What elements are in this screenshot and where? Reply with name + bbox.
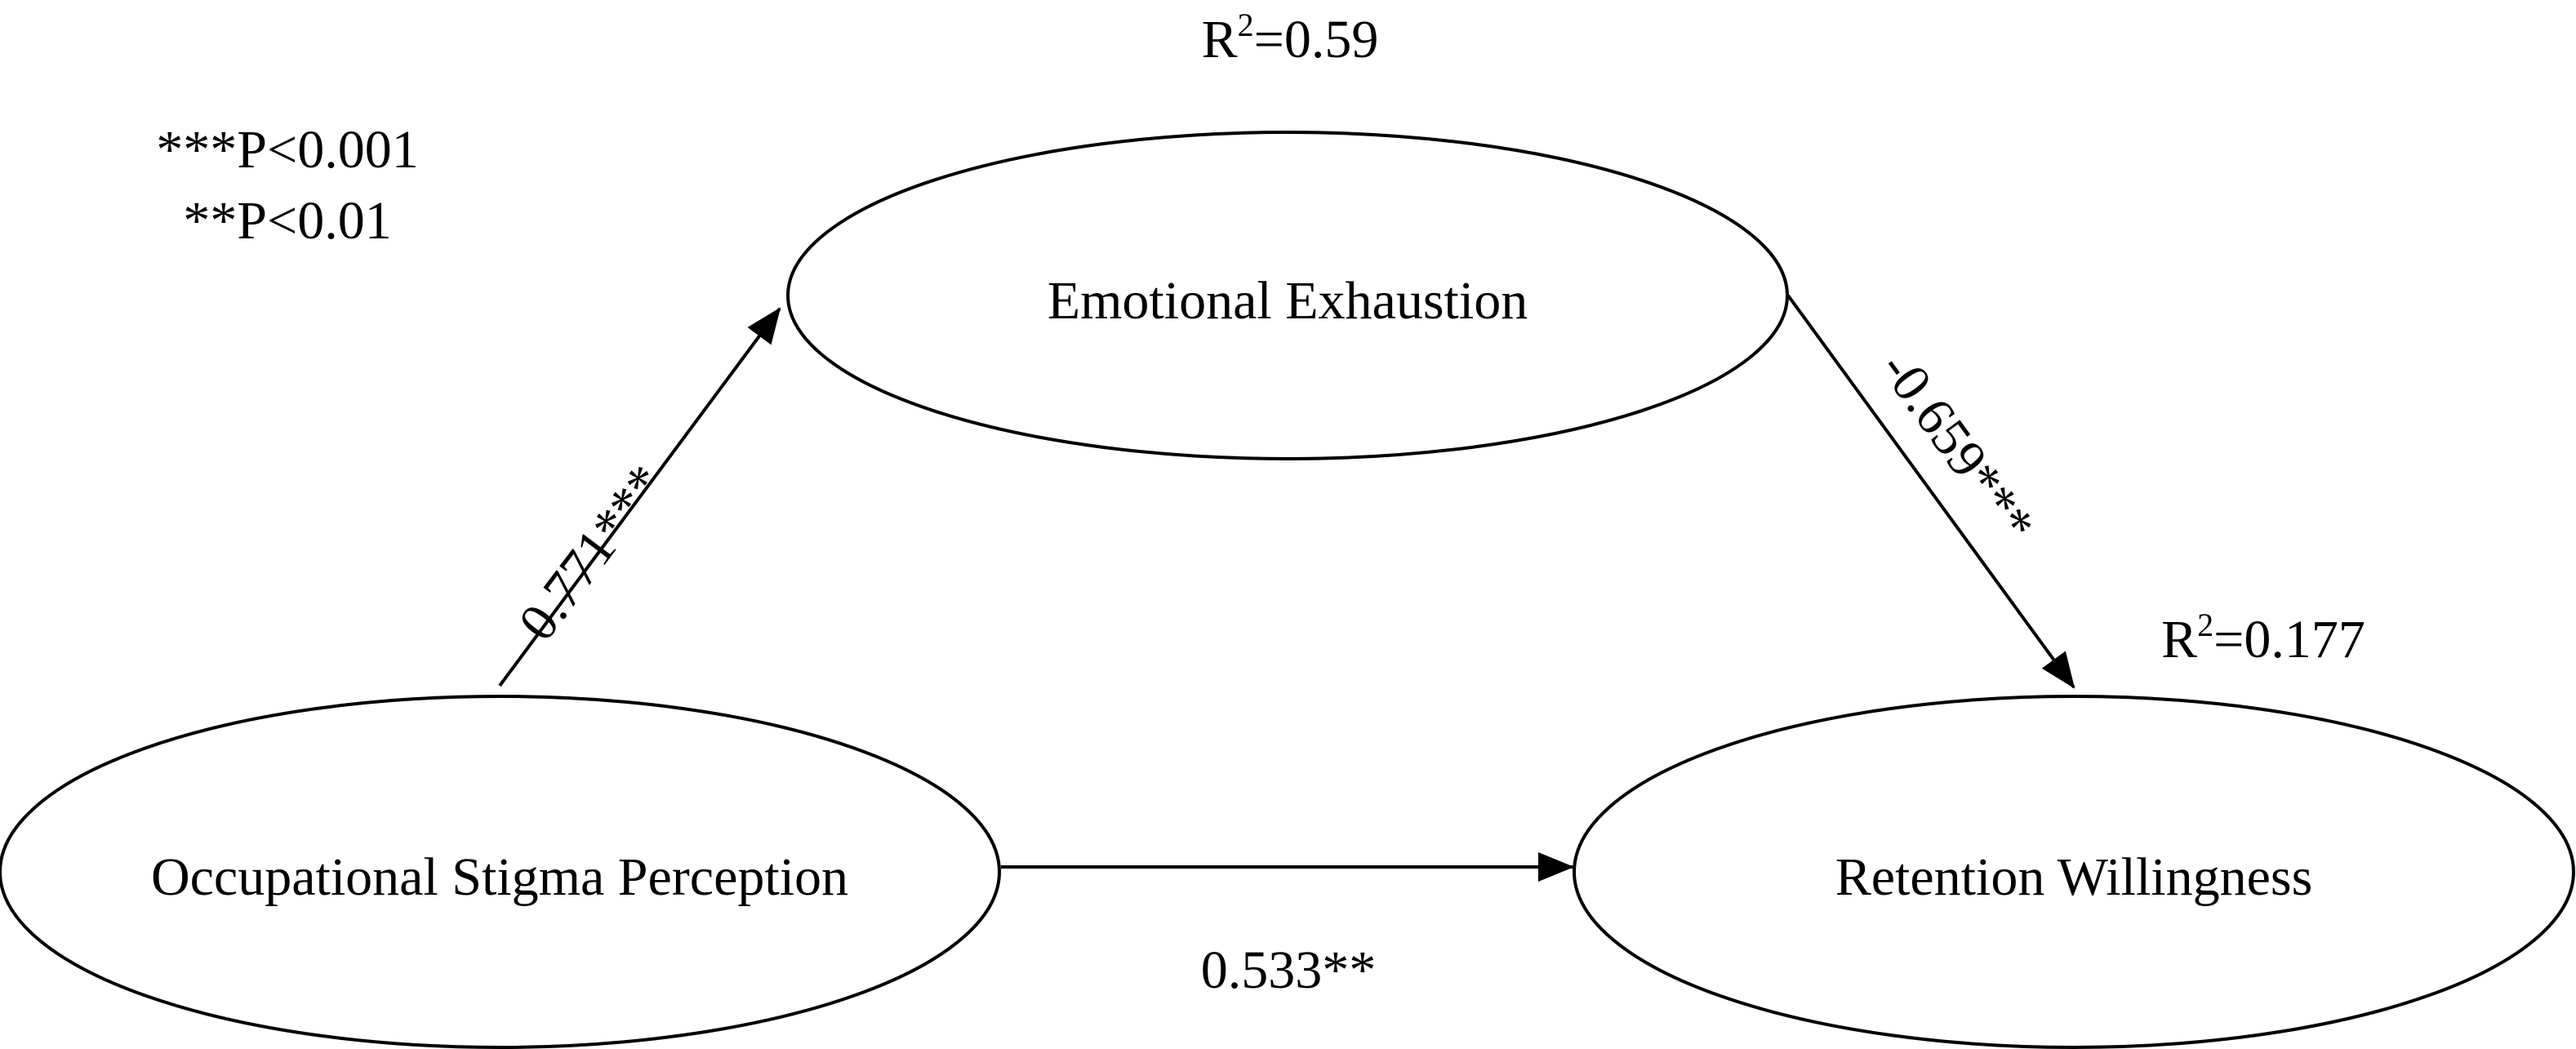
retention-willingness-node xyxy=(1573,695,2575,1049)
occupational-stigma-perception-label: Occupational Stigma Perception xyxy=(151,847,848,907)
mediator-r-squared: R2=0.59 xyxy=(1202,7,1379,69)
significance-legend-line-2: **P<0.01 xyxy=(183,191,391,251)
path-c-coefficient: 0.533** xyxy=(1201,940,1377,1000)
path-b-arrow xyxy=(1786,294,2075,689)
path-a-arrow xyxy=(498,307,781,687)
emotional-exhaustion-node xyxy=(786,131,1789,460)
occupational-stigma-perception-node xyxy=(0,695,1001,1049)
dependent-r-squared: R2=0.177 xyxy=(2161,607,2365,669)
path-b-coefficient: -0.659*** xyxy=(1869,340,2046,553)
path-a-coefficient: 0.771*** xyxy=(507,454,676,651)
emotional-exhaustion-label: Emotional Exhaustion xyxy=(1048,271,1528,331)
significance-legend-line-1: ***P<0.001 xyxy=(156,120,418,180)
retention-willingness-label: Retention Willingness xyxy=(1835,847,2313,907)
